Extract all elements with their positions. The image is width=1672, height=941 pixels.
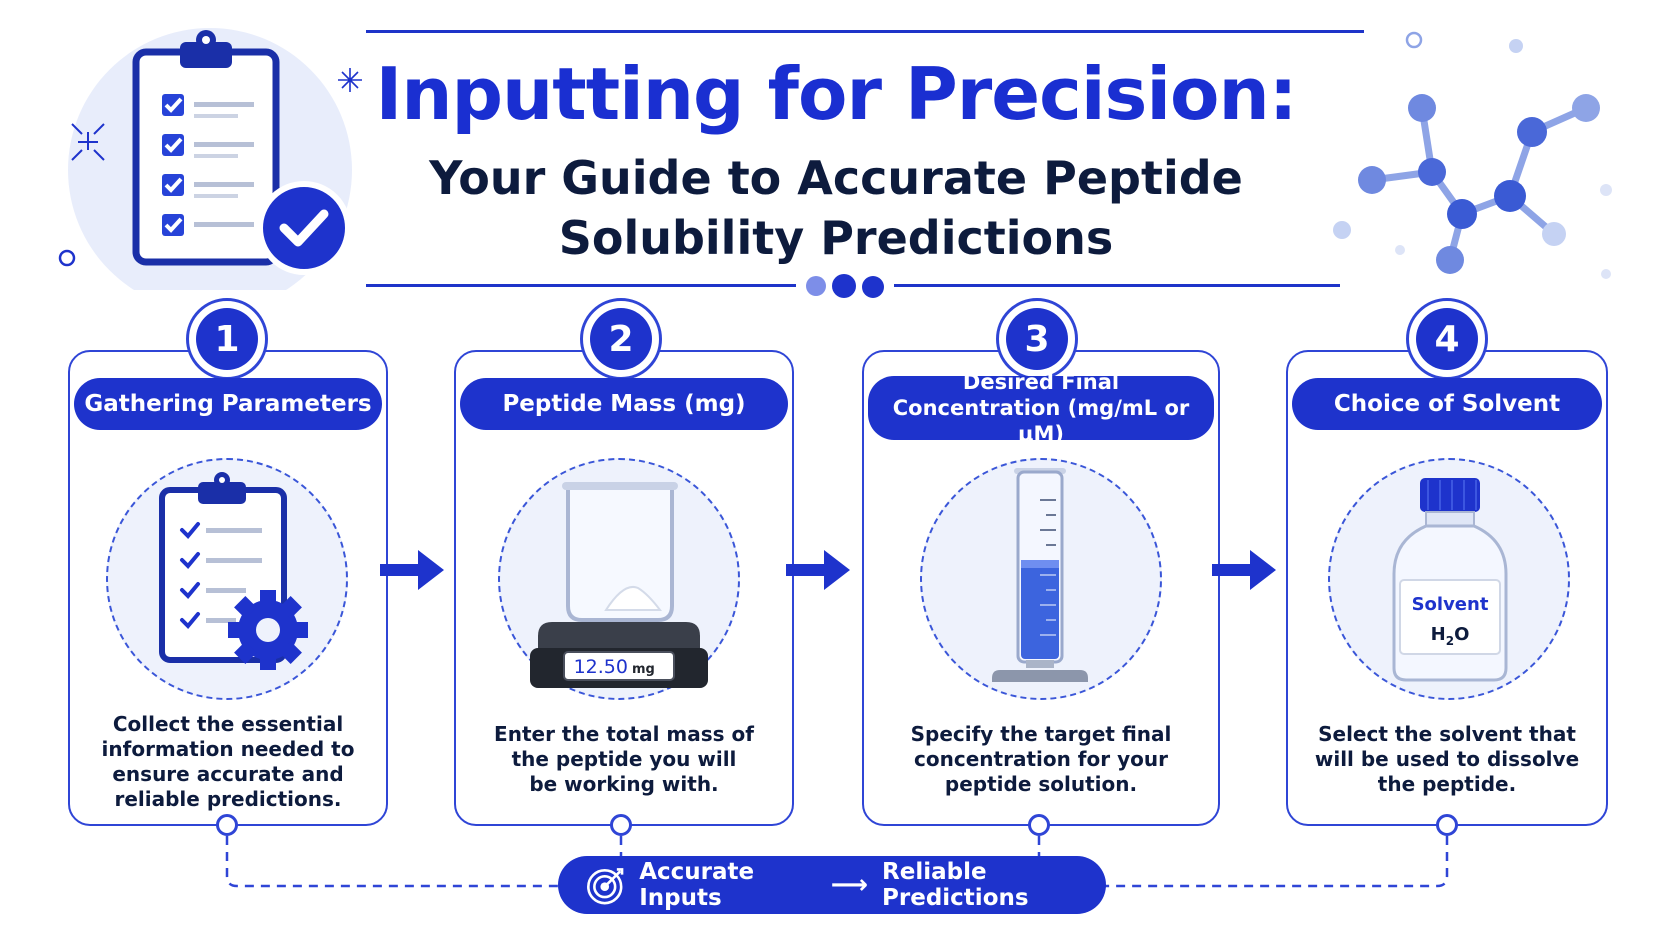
step-number-badge-4: 4	[1406, 298, 1488, 380]
step-description-2: Enter the total mass of the peptide you …	[494, 722, 754, 796]
step-illustration-2: 12.50 mg	[498, 458, 740, 700]
step-number-2: 2	[590, 308, 652, 370]
banner-left-text: Accurate Inputs	[639, 859, 755, 911]
banner-right-text: Reliable Predictions	[882, 859, 1029, 911]
step-title-2: Peptide Mass (mg)	[460, 378, 788, 430]
connector-node-4	[1436, 814, 1458, 836]
target-icon	[587, 868, 624, 905]
scale-beaker-icon: 12.50 mg	[530, 482, 708, 688]
arrow-right-icon	[786, 550, 850, 590]
page-title: Inputting for Precision:	[375, 52, 1297, 136]
molecule-icon	[1333, 31, 1612, 279]
step-illustration-3	[920, 458, 1162, 700]
header-top-rule	[366, 30, 1364, 33]
banner-arrow: ⟶	[830, 870, 869, 900]
bottle-label: Solvent	[1412, 594, 1489, 615]
summary-banner: Accurate Inputs ⟶ Reliable Predictions	[558, 856, 1106, 914]
arrow-right-icon	[380, 550, 444, 590]
step-title-3: Desired Final Concentration (mg/mL or µM…	[868, 370, 1214, 446]
page-subtitle: Your Guide to Accurate Peptide Solubilit…	[0, 148, 1672, 268]
step-number-3: 3	[1006, 308, 1068, 370]
graduated-cylinder-icon	[992, 468, 1088, 682]
step-number-4: 4	[1416, 308, 1478, 370]
scale-reading: 12.50	[574, 656, 628, 678]
arrow-right-icon	[1212, 550, 1276, 590]
connector-node-1	[216, 814, 238, 836]
header-bottom-rule-left	[366, 284, 796, 287]
header-dot	[806, 276, 826, 296]
scale-unit: mg	[632, 662, 655, 677]
connector-node-3	[1028, 814, 1050, 836]
step-description-3: Specify the target final concentration f…	[910, 722, 1172, 796]
clipboard-gear-icon	[159, 472, 308, 670]
clipboard-check-icon	[58, 28, 362, 290]
step-description-4: Select the solvent that will be used to …	[1314, 722, 1580, 796]
connector-node-2	[610, 814, 632, 836]
subtitle-line-2: Solubility Predictions	[558, 211, 1114, 265]
step-illustration-4: Solvent H2O	[1328, 458, 1570, 700]
step-number-1: 1	[196, 308, 258, 370]
solvent-bottle-icon: Solvent H2O	[1392, 478, 1508, 682]
header-dot	[832, 274, 856, 298]
subtitle-line-1: Your Guide to Accurate Peptide	[429, 151, 1243, 205]
step-number-badge-1: 1	[186, 298, 268, 380]
step-title-4: Choice of Solvent	[1292, 378, 1602, 430]
header-dot	[862, 276, 884, 298]
header-bottom-rule-right	[894, 284, 1340, 287]
step-description-1: Collect the essential information needed…	[101, 712, 355, 811]
step-title-1: Gathering Parameters	[74, 378, 382, 430]
bottle-formula: H2O	[1431, 624, 1470, 648]
step-illustration-1	[106, 458, 348, 700]
